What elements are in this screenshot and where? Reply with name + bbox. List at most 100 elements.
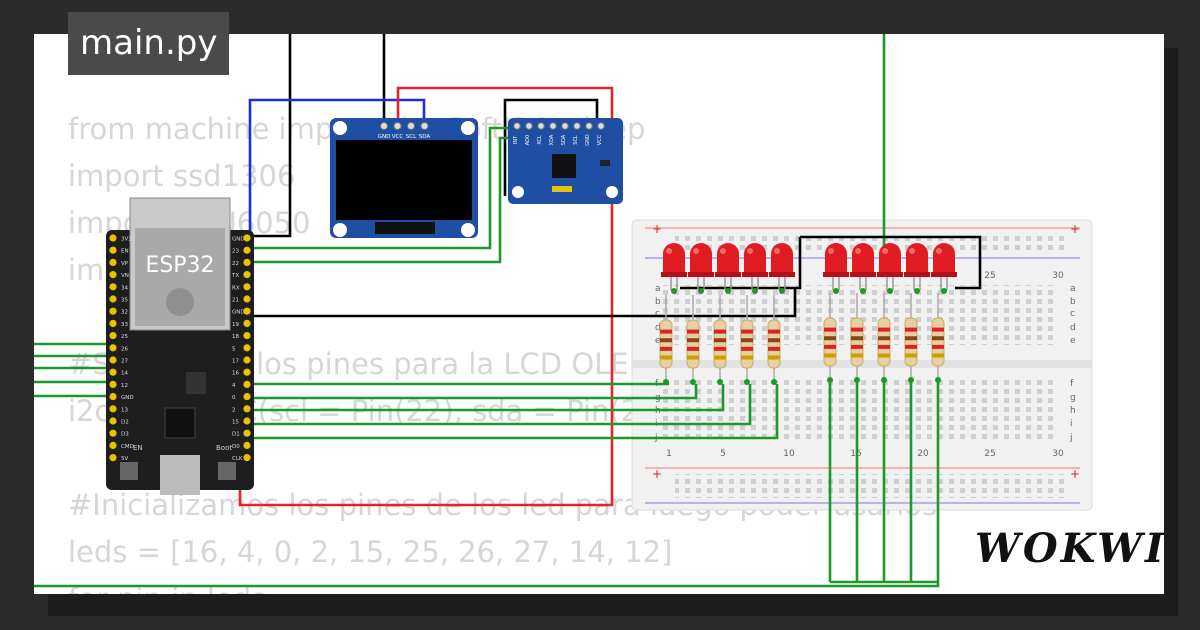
esp32-pin[interactable] (243, 380, 251, 388)
esp32-pin[interactable] (243, 344, 251, 352)
esp32-pin[interactable] (109, 319, 117, 327)
esp32-pin[interactable] (109, 234, 117, 242)
esp32-pin[interactable] (243, 417, 251, 425)
esp32-pin[interactable] (109, 295, 117, 303)
esp32-pin[interactable] (243, 454, 251, 462)
mpu-pin[interactable] (597, 122, 605, 130)
code-line: import ssd1306 (68, 159, 296, 193)
mpu-pin[interactable] (537, 122, 545, 130)
mpu-pin[interactable] (573, 122, 581, 130)
mpu-pin-label: SCL (573, 135, 579, 145)
bb-row-label: a (1070, 284, 1076, 294)
esp32-pin[interactable] (109, 405, 117, 413)
mpu-pin[interactable] (525, 122, 533, 130)
esp32-pin[interactable] (243, 393, 251, 401)
oled-pin[interactable] (420, 122, 429, 130)
esp32-pin[interactable] (243, 295, 251, 303)
esp32-pin-label: VN (121, 273, 129, 279)
esp32-pin[interactable] (109, 332, 117, 340)
esp32-pin-label: 17 (232, 359, 239, 365)
esp32-pin[interactable] (109, 429, 117, 437)
esp32-pin[interactable] (243, 429, 251, 437)
mpu-pin[interactable] (585, 122, 593, 130)
file-tab[interactable]: main.py (68, 12, 230, 75)
esp32-pin[interactable] (243, 283, 251, 291)
bb-col-number: 25 (984, 449, 995, 459)
resistor[interactable] (686, 295, 700, 385)
oled-pin[interactable] (380, 122, 388, 130)
espressif-logo-icon (166, 288, 194, 316)
esp32-pin[interactable] (109, 246, 117, 254)
resistor[interactable] (850, 293, 864, 383)
resistor[interactable] (713, 295, 727, 385)
led[interactable] (850, 243, 876, 294)
led-array[interactable] (659, 243, 957, 385)
led[interactable] (769, 243, 795, 294)
mpu-pin[interactable] (549, 122, 557, 130)
esp32-pin[interactable] (243, 441, 251, 449)
led[interactable] (715, 243, 741, 294)
en-button[interactable] (120, 462, 138, 480)
esp32-pin-label: 35 (121, 298, 128, 304)
plus-label-bottom: + (652, 467, 662, 481)
esp32-pin[interactable] (243, 234, 251, 242)
esp32-pin[interactable] (109, 441, 117, 449)
bb-row-label: h (1070, 406, 1076, 416)
resistor[interactable] (931, 293, 945, 383)
esp32-pin[interactable] (243, 271, 251, 279)
esp32-pin[interactable] (243, 332, 251, 340)
esp32-board[interactable]: ESP32 EN Boot 3V3ENVPVN34353233252627141… (106, 197, 254, 495)
esp32-pin[interactable] (109, 307, 117, 315)
bb-col-number: 10 (783, 449, 795, 459)
resistor[interactable] (877, 293, 891, 383)
oled-pin[interactable] (393, 122, 402, 130)
led[interactable] (823, 243, 849, 294)
resistor[interactable] (659, 295, 673, 385)
esp32-pin-label: 5V (121, 456, 128, 462)
esp32-pin[interactable] (109, 356, 117, 364)
mpu-pin[interactable] (561, 122, 569, 130)
led[interactable] (904, 243, 930, 294)
esp32-pin[interactable] (109, 344, 117, 352)
led[interactable] (661, 243, 687, 294)
esp32-pin[interactable] (243, 368, 251, 376)
esp32-pin-label: 26 (121, 346, 128, 352)
esp32-pin[interactable] (243, 307, 251, 315)
led[interactable] (742, 243, 768, 294)
esp32-pin-label: D1 (232, 432, 240, 438)
esp32-pin[interactable] (109, 417, 117, 425)
esp32-pin[interactable] (109, 368, 117, 376)
boot-button[interactable] (218, 462, 236, 480)
esp32-pin[interactable] (243, 405, 251, 413)
resistor[interactable] (823, 293, 837, 383)
bb-row-label: i (1070, 419, 1073, 429)
led[interactable] (688, 243, 714, 294)
esp32-pin-label: RX (232, 285, 240, 291)
esp32-pin[interactable] (243, 246, 251, 254)
oled-pin[interactable] (407, 122, 415, 130)
mpu-pin-label: AD0 (525, 135, 531, 145)
esp32-pin[interactable] (109, 393, 117, 401)
resistor[interactable] (740, 295, 754, 385)
esp32-pin-label: 12 (121, 383, 128, 389)
esp32-pin[interactable] (243, 319, 251, 327)
resistor[interactable] (904, 293, 918, 383)
led[interactable] (877, 243, 903, 294)
esp32-pin[interactable] (243, 258, 251, 266)
esp32-pin[interactable] (109, 283, 117, 291)
esp32-pin-label: 22 (232, 261, 239, 267)
mpu-pin[interactable] (513, 122, 521, 130)
esp32-pin[interactable] (109, 258, 117, 266)
esp32-pin[interactable] (109, 380, 117, 388)
code-line: leds = [16, 4, 0, 2, 15, 25, 26, 27, 14,… (68, 535, 673, 569)
resistor[interactable] (767, 295, 781, 385)
led[interactable] (931, 243, 957, 294)
esp32-pin[interactable] (109, 271, 117, 279)
esp32-pin[interactable] (109, 454, 117, 462)
esp32-pin[interactable] (243, 356, 251, 364)
esp32-pin-label: 4 (232, 383, 236, 389)
mpu-pin-label: INT (513, 135, 519, 144)
